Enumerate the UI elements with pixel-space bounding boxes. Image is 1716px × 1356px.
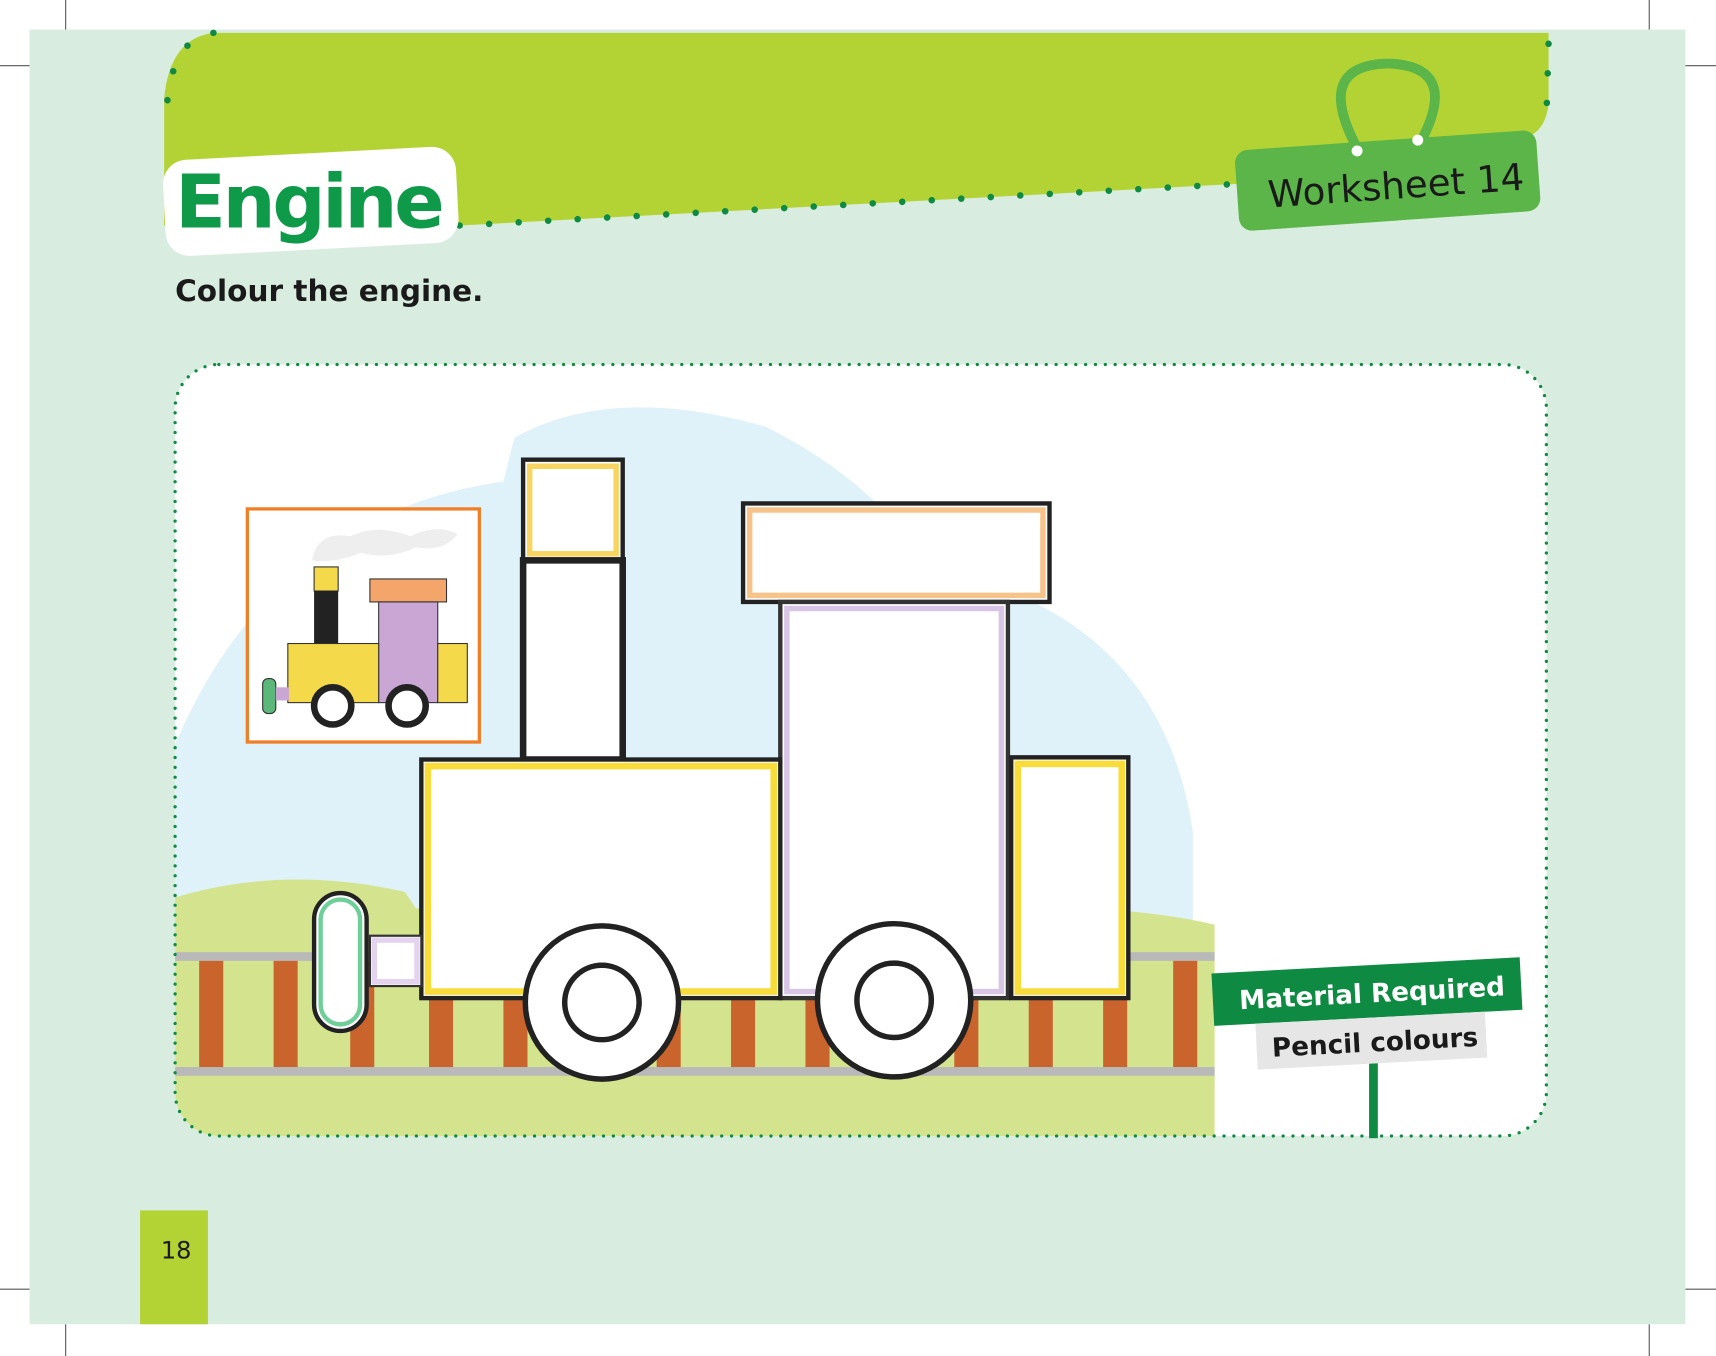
card-dotted-border	[173, 362, 1549, 1138]
header-banner	[164, 32, 1549, 226]
reference-image	[245, 507, 481, 744]
tag-string	[1336, 58, 1440, 151]
page-title: Engine	[175, 159, 441, 246]
rail-bottom	[175, 1067, 1215, 1076]
worksheet-tag: Worksheet 14	[1235, 130, 1541, 231]
page-number-tab	[140, 1210, 208, 1325]
instruction-text: Colour the engine.	[175, 274, 483, 308]
sign-post	[1369, 1059, 1378, 1139]
page-number: 18	[161, 1237, 192, 1265]
title-backdrop	[163, 146, 459, 256]
material-required-sign: Material Required	[1211, 957, 1523, 1026]
banner-dotted-edge	[163, 29, 1552, 229]
engine-outline	[311, 457, 1131, 1082]
material-item-label: Pencil colours	[1255, 1011, 1488, 1070]
